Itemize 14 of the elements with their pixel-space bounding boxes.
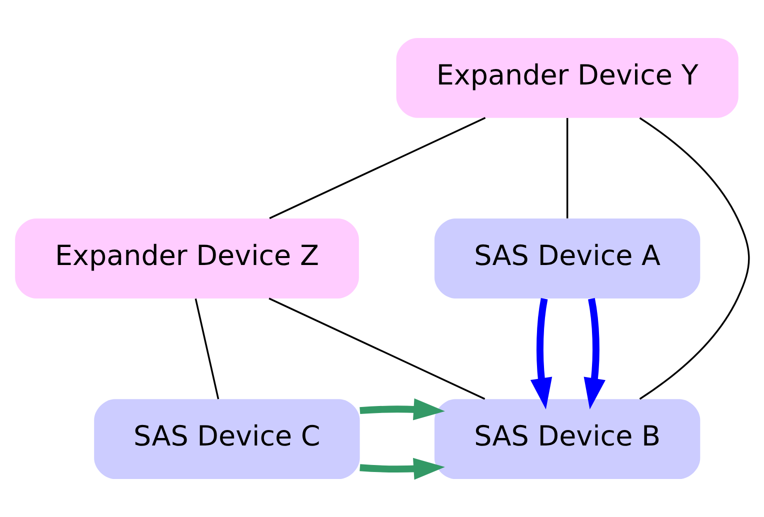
connector: [566, 118, 568, 218]
arrow: [360, 458, 445, 480]
arrow: [530, 298, 552, 410]
node-box: Expander Device Z: [15, 218, 359, 298]
connector: [268, 298, 486, 400]
node-box: SAS Device A: [434, 218, 700, 298]
arrow: [584, 298, 606, 410]
node-box: SAS Device C: [94, 399, 360, 480]
connector: [639, 117, 750, 400]
arrow: [360, 398, 445, 420]
connector: [269, 117, 486, 220]
node-box: Expander Device Y: [396, 38, 738, 118]
node-box: SAS Device B: [434, 399, 700, 480]
connector: [194, 298, 220, 400]
